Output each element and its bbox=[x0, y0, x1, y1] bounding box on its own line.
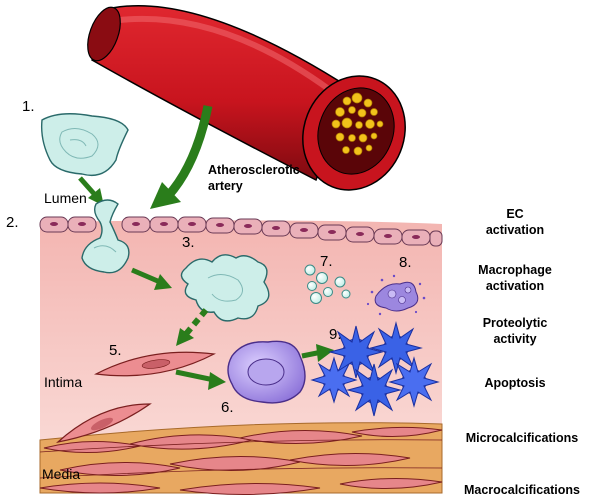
stage-macrophage-line-2: activation bbox=[485, 279, 545, 293]
stage-micro-line-1: Microcalcifications bbox=[465, 431, 579, 445]
intima-label: Intima bbox=[44, 374, 83, 390]
plaque-deposits bbox=[331, 92, 384, 156]
stage-apoptosis: Apoptosis bbox=[460, 375, 570, 391]
atherosclerotic-artery-illustration bbox=[87, 5, 406, 191]
step-3-number: 3. bbox=[182, 234, 195, 251]
step-9-number: 9. bbox=[329, 326, 342, 343]
arrow-6-icon bbox=[301, 344, 334, 362]
artery-label: Atherosclerotic artery bbox=[208, 162, 300, 194]
intima-smooth-muscle-cell bbox=[56, 403, 152, 443]
transmigrating-monocyte bbox=[81, 199, 130, 274]
proteolytic-vesicles bbox=[366, 274, 426, 316]
stage-ec-line-1: EC bbox=[506, 207, 524, 221]
monocyte-cell bbox=[40, 113, 129, 177]
step-1-number: 1. bbox=[22, 98, 35, 115]
stage-macrophage-activation: Macrophage activation bbox=[460, 262, 570, 294]
stage-proteolytic-activity: Proteolytic activity bbox=[460, 315, 570, 347]
stage-macro-line-1: Macrocalcifications bbox=[463, 483, 580, 497]
stage-proteolytic-line-2: activity bbox=[493, 332, 537, 346]
step-7-number: 7. bbox=[320, 253, 333, 270]
artery-label-line-1: Atherosclerotic bbox=[208, 163, 300, 177]
artery-label-line-2: artery bbox=[208, 179, 243, 193]
stage-macrophage-line-1: Macrophage bbox=[478, 263, 552, 277]
artery-arrow-icon bbox=[150, 105, 213, 209]
stage-ec-line-2: activation bbox=[485, 223, 545, 237]
microcalcification-clusters bbox=[310, 321, 440, 417]
stage-macrocalcifications: Macrocalcifications bbox=[452, 482, 592, 498]
activated-macrophage bbox=[180, 254, 270, 322]
matrix-vesicles bbox=[304, 264, 351, 304]
stage-ec-activation: EC activation bbox=[460, 206, 570, 238]
arrow-5-icon bbox=[175, 369, 226, 390]
apoptotic-cell bbox=[227, 340, 306, 404]
arrow-2-icon bbox=[131, 267, 172, 290]
dashed-arrow-icon bbox=[176, 308, 209, 346]
step-8-number: 8. bbox=[399, 254, 412, 271]
media-label: Media bbox=[42, 466, 81, 482]
smooth-muscle-cells-media bbox=[39, 426, 443, 496]
step-2-number: 2. bbox=[6, 214, 19, 231]
stage-proteolytic-line-1: Proteolytic bbox=[482, 316, 548, 330]
step-6-number: 6. bbox=[221, 399, 234, 416]
stage-apoptosis-line-1: Apoptosis bbox=[484, 376, 546, 390]
stage-microcalcifications: Microcalcifications bbox=[452, 430, 592, 446]
lumen-label: Lumen bbox=[44, 190, 87, 206]
smooth-muscle-cell bbox=[94, 351, 216, 377]
step-5-number: 5. bbox=[109, 342, 122, 359]
